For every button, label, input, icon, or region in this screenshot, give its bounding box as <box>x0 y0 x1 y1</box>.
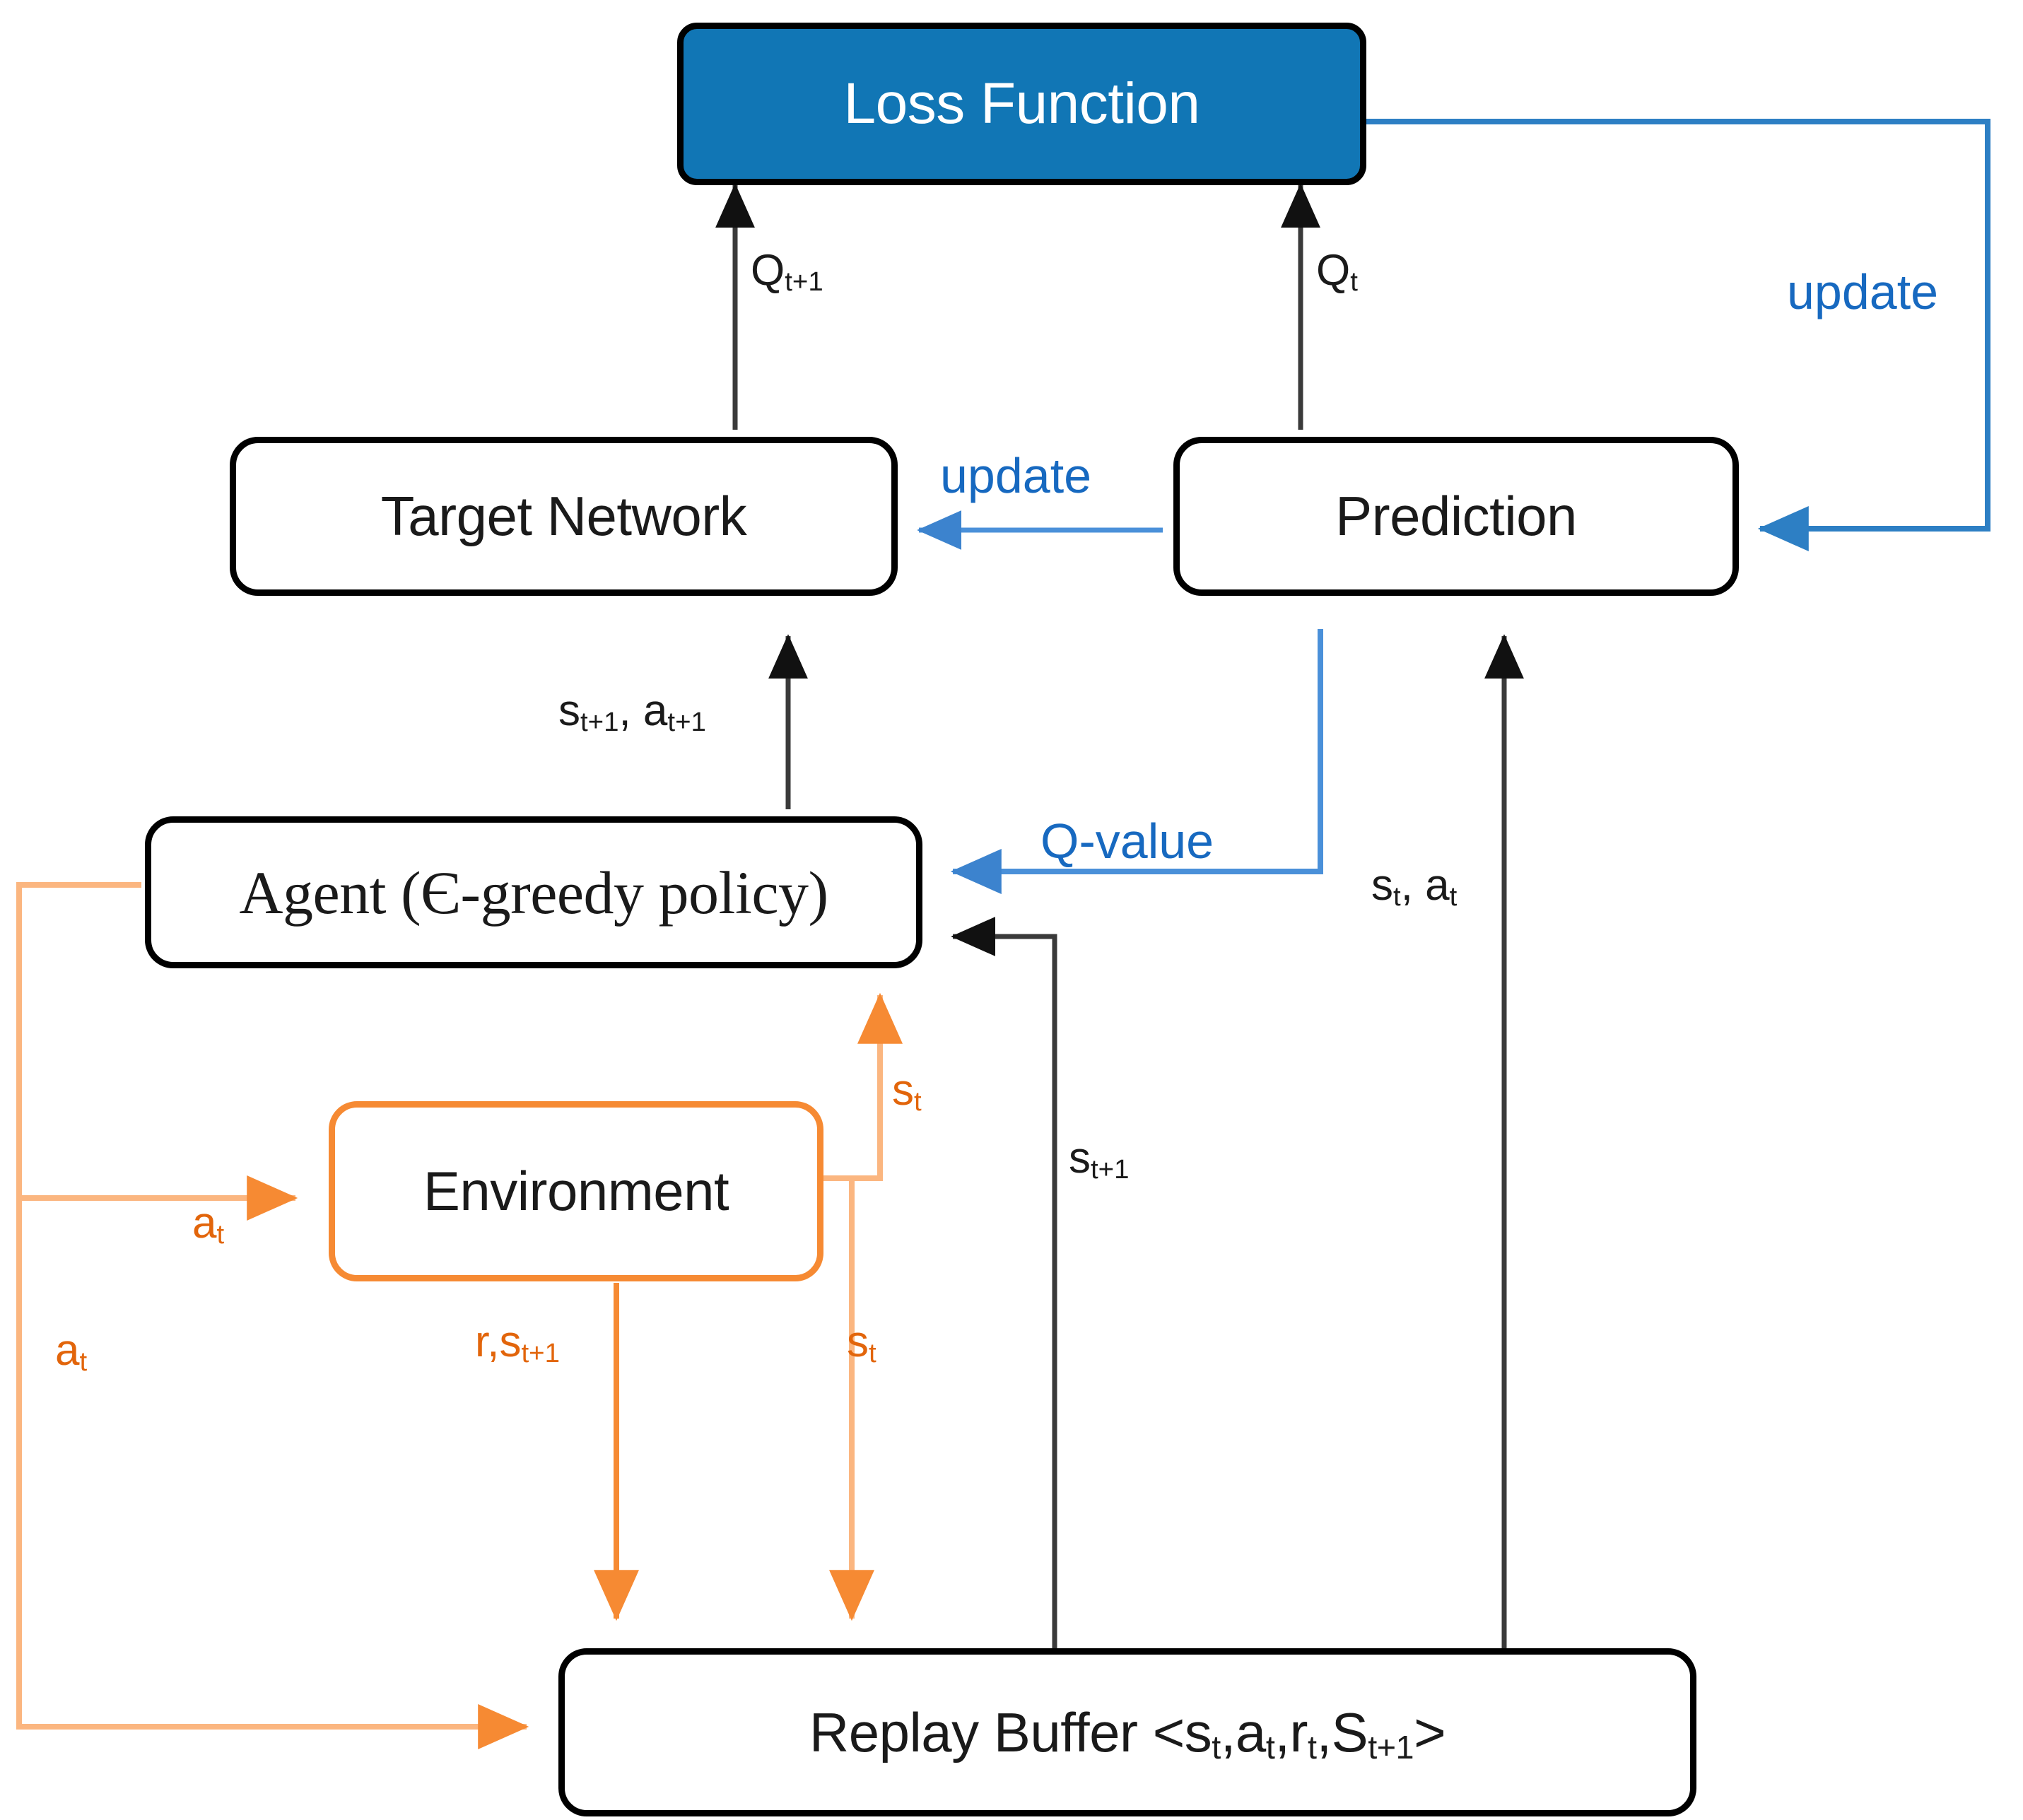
node-agent[interactable]: Agent (Є-greedy policy) <box>145 816 922 968</box>
edge-label-update-right: update <box>1787 264 1939 319</box>
edge-label-st-buffer: st <box>847 1317 876 1369</box>
edge-update-loss-to-prediction <box>1364 119 1990 551</box>
edge-label-rst1: r,st+1 <box>475 1317 560 1369</box>
node-prediction-label: Prediction <box>1335 485 1577 547</box>
node-prediction[interactable]: Prediction <box>1173 437 1739 596</box>
edge-label-qt1: Qt+1 <box>751 246 823 298</box>
edge-at-agent-to-environment <box>16 882 298 1221</box>
edge-label-at-left: at <box>55 1326 88 1378</box>
edge-label-st1at1: st+1, at+1 <box>558 686 706 738</box>
edge-label-stat: st, at <box>1371 861 1458 912</box>
node-agent-label: Agent (Є-greedy policy) <box>239 858 828 927</box>
node-environment-label: Environment <box>423 1160 729 1222</box>
edge-qvalue-prediction-to-agent <box>950 629 1323 894</box>
node-loss-function-label: Loss Function <box>843 71 1201 136</box>
edge-label-st-agent: st <box>892 1066 922 1117</box>
edge-at-left-to-buffer <box>16 1198 529 1749</box>
node-replay-buffer-label: Replay Buffer <st,at,rt,St+1> <box>809 1701 1446 1766</box>
edge-label-st1-black: st+1 <box>1069 1134 1130 1185</box>
edge-label-qt: Qt <box>1316 246 1358 298</box>
edge-st1-buffer-to-agent <box>951 917 1057 1657</box>
edge-label-qvalue: Q-value <box>1040 814 1214 869</box>
node-replay-buffer[interactable]: Replay Buffer <st,at,rt,St+1> <box>558 1648 1696 1816</box>
node-target-network-label: Target Network <box>380 485 747 547</box>
node-target-network[interactable]: Target Network <box>230 437 898 596</box>
node-loss-function[interactable]: Loss Function <box>677 23 1366 185</box>
edge-st-environment-to-agent <box>820 992 903 1181</box>
edge-label-update-mid: update <box>940 448 1092 503</box>
node-environment[interactable]: Environment <box>329 1101 823 1281</box>
edge-label-at-env: at <box>192 1199 225 1250</box>
